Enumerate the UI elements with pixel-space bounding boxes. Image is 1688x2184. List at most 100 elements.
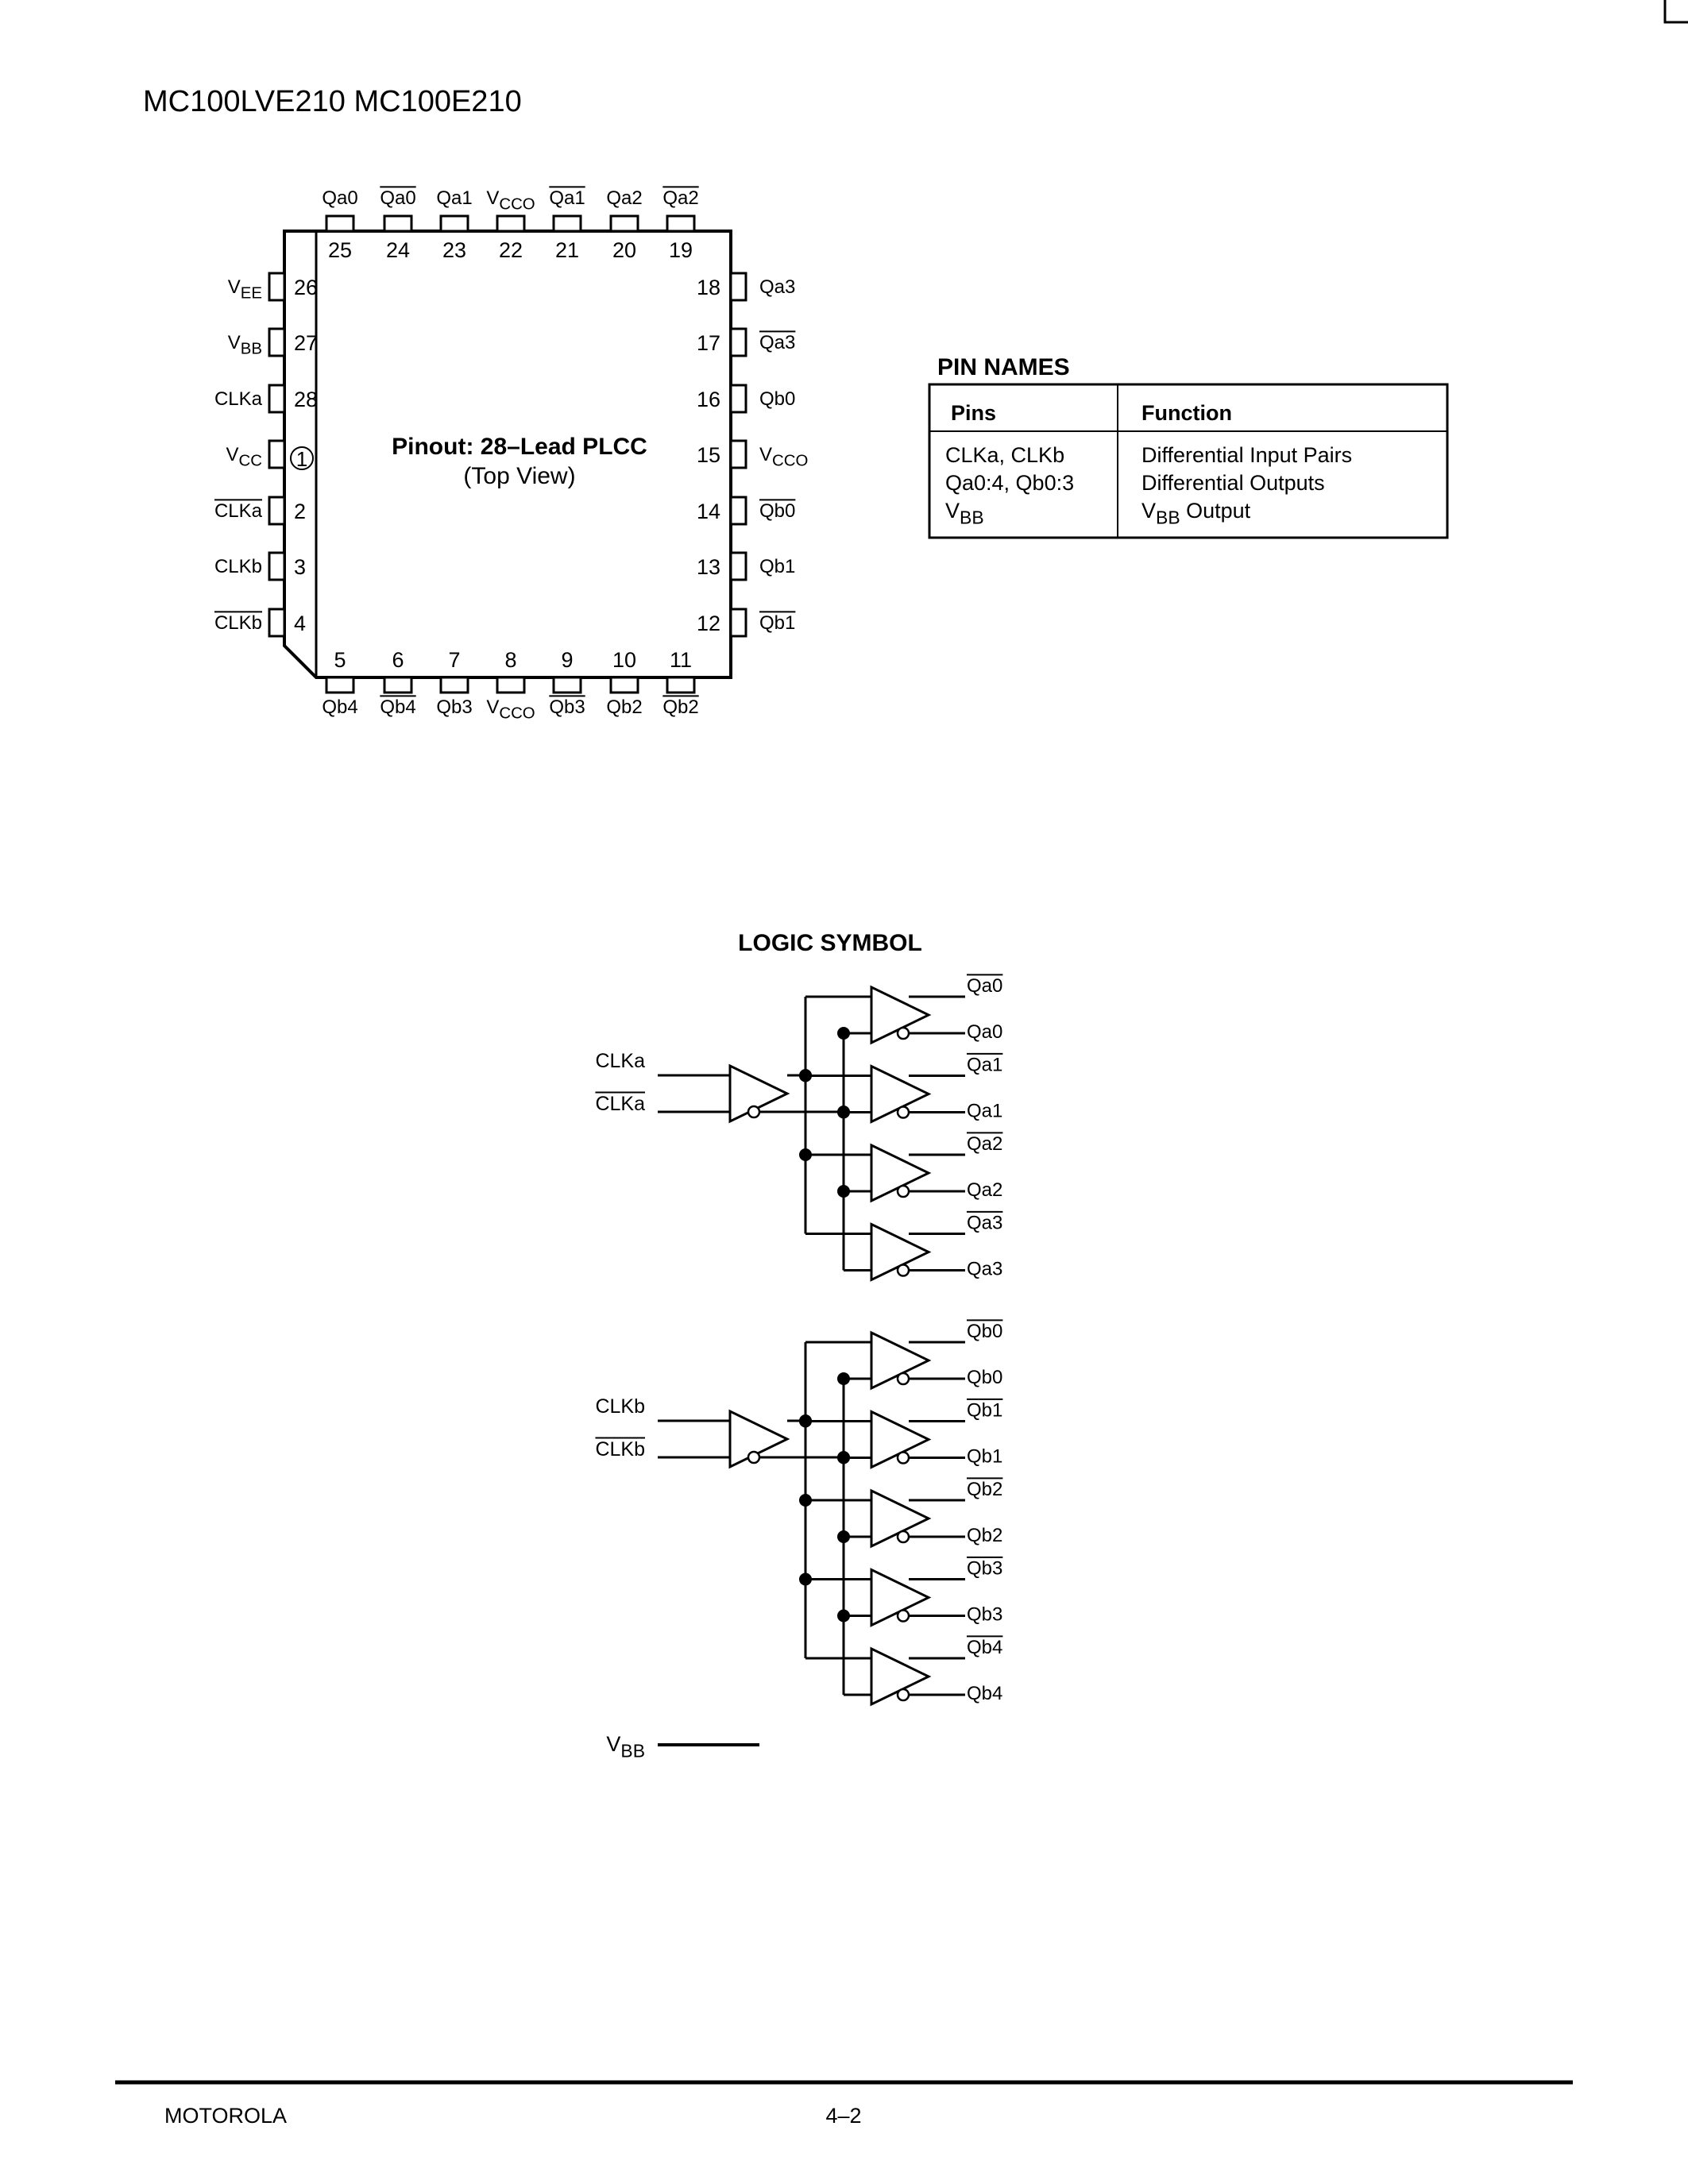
pin-name-label-main: Qa1 (549, 187, 585, 209)
output-label-inverted: Qb1 (967, 1446, 1002, 1468)
pin-number: 18 (697, 276, 720, 299)
output-label-main: Qb0 (967, 1321, 1002, 1342)
pin-lead (729, 272, 747, 302)
output-label-inverted: Qb4 (967, 1683, 1002, 1704)
inversion-bubble (896, 1372, 910, 1386)
pin-lead (268, 551, 286, 581)
inversion-bubble (747, 1450, 761, 1464)
pin-number: 27 (294, 331, 318, 355)
pin-name-label: Qb0 (759, 388, 795, 410)
pin-names-cell-function-main: Differential Outputs (1141, 471, 1325, 495)
output-buffer (870, 1330, 932, 1391)
page-title: MC100LVE210 MC100E210 (143, 85, 522, 118)
pin-lead (439, 214, 469, 233)
pin-name-label-subscript: BB (241, 341, 262, 358)
pin-lead (729, 608, 747, 638)
pin-14: Qb0 14 (697, 496, 796, 526)
pin-number: 26 (294, 276, 318, 299)
pin-name-label: Qa2 (606, 187, 642, 209)
pin-name-label: Qb1 (759, 556, 795, 577)
input-label-inverted: CLKb (595, 1438, 645, 1461)
output-label: Qa2 (967, 1133, 1002, 1155)
pin-number: 17 (697, 331, 720, 355)
pin-names-cell-pin-main: CLKa, CLKb (945, 443, 1064, 467)
junction-dot (837, 1372, 850, 1385)
pin-name-label-main: Qb4 (322, 696, 357, 718)
pin-name-label-main: Qa1 (436, 187, 472, 209)
pin-18: Qa3 18 (697, 272, 795, 302)
pin-name-label: Qb3 (549, 696, 585, 718)
output-label-inverted-main: Qa3 (967, 1259, 1002, 1280)
input-label: CLKa (595, 1050, 645, 1072)
output-label-inverted: Qb0 (967, 1367, 1002, 1388)
pin-lead (609, 676, 639, 694)
pin-names-cell-function-tail: Output (1180, 499, 1251, 523)
pin-number: 5 (334, 648, 346, 672)
pin-name-label: Qb4 (380, 696, 415, 718)
pin-number: 14 (697, 500, 720, 523)
pin-number: 21 (555, 238, 579, 262)
pin-name-label-main: Qb1 (759, 612, 795, 634)
input-label-inverted-main: CLKb (595, 1438, 645, 1461)
pin-name-label: Qa3 (759, 276, 795, 298)
pin-names-cell-pin-main: Qa0:4, Qb0:3 (945, 471, 1074, 495)
package-bevel (283, 644, 318, 679)
output-label: Qb3 (967, 1558, 1002, 1580)
output-label-main: Qa3 (967, 1213, 1002, 1234)
output-buffer (870, 1143, 932, 1203)
junction-dot (837, 1027, 850, 1040)
pin-name-label-main: Qb2 (662, 696, 698, 718)
logic-symbol: LOGIC SYMBOL CLKaCLKaQa0Qa0Qa1Qa1Qa2Qa2Q… (595, 930, 1003, 1761)
pin-lead (383, 676, 413, 694)
output-label-inverted-main: Qb0 (967, 1367, 1002, 1388)
junction-dot (837, 1451, 850, 1464)
pin-number: 20 (612, 238, 636, 262)
pin-lead (552, 214, 582, 233)
pin-name-label: Qb3 (436, 696, 472, 718)
pin-name-label: CLKb (214, 612, 262, 634)
output-label: Qa3 (967, 1213, 1002, 1234)
pin-name-label-main: Qa2 (662, 187, 698, 209)
pin-name-label: CLKa (214, 388, 263, 410)
output-label-inverted-main: Qa0 (967, 1021, 1002, 1043)
pin-name-label-subscript: EE (241, 285, 262, 303)
pin-lead (729, 439, 747, 469)
pin-name-label-main: Qa0 (380, 187, 415, 209)
pin-name-label-subscript: CCO (499, 705, 535, 723)
vbb-label-main: V (606, 1732, 620, 1756)
output-label-inverted: Qb2 (967, 1525, 1002, 1546)
pin-name-label-main: V (759, 444, 772, 465)
pin-number: 19 (669, 238, 693, 262)
pin-number: 10 (612, 648, 636, 672)
output-label-inverted-main: Qb3 (967, 1604, 1002, 1626)
pin-21: Qa1 21 (549, 186, 585, 262)
pin1-marker-circle (290, 446, 314, 470)
pin-lead (383, 214, 413, 233)
pin-names-cell-pin: Qa0:4, Qb0:3 (945, 471, 1074, 495)
pin-name-label: Qa0 (380, 187, 415, 209)
pin-names-title: PIN NAMES (937, 354, 1070, 380)
pin-1: VCC (226, 439, 286, 470)
output-label: Qb2 (967, 1479, 1002, 1500)
junction-dot (799, 1414, 812, 1427)
pin-name-label: Qb1 (759, 612, 795, 634)
junction-dot (837, 1530, 850, 1543)
pin-number: 23 (442, 238, 466, 262)
pin-name-label: Qb0 (759, 500, 795, 522)
